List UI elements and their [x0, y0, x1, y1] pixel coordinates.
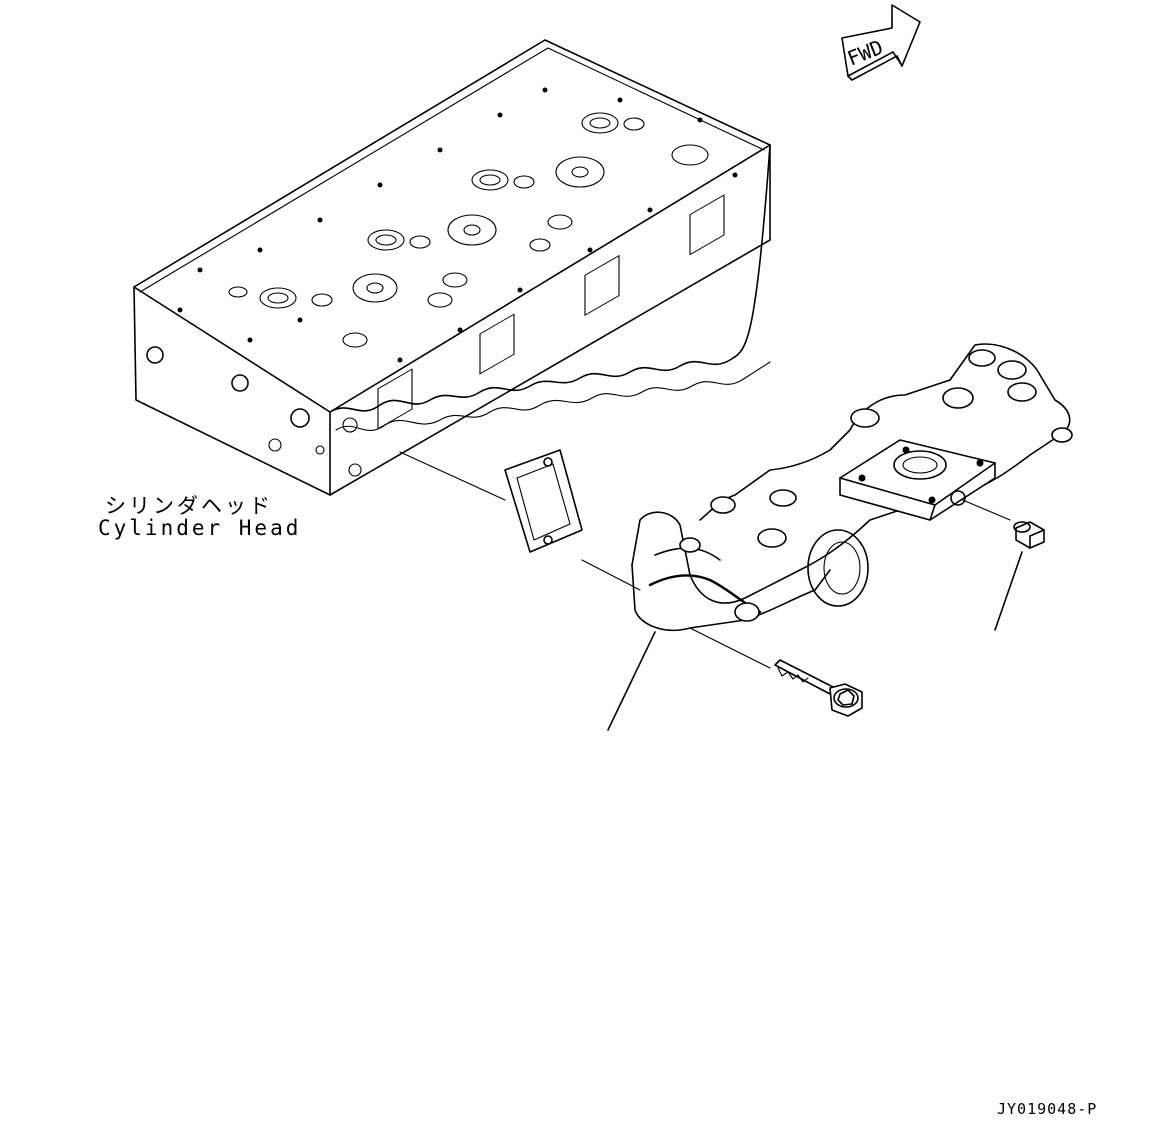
leader-line — [994, 551, 1023, 631]
bolt — [774, 659, 863, 717]
fwd-arrow-icon: FWD — [841, 4, 921, 81]
drawing-id: JY019048-P — [997, 1100, 1098, 1118]
assembly-line — [689, 627, 771, 669]
leader-line — [607, 631, 656, 731]
cylinder-head-label: Cylinder Head — [98, 516, 302, 540]
cylinder-head — [133, 39, 771, 496]
gasket — [504, 449, 583, 553]
plug — [1013, 521, 1045, 549]
assembly-line — [581, 559, 641, 591]
assembly-line — [957, 497, 1011, 521]
cylinder-head-label-jp: シリンダヘッド — [105, 494, 273, 518]
assembly-line — [399, 451, 506, 501]
exhaust-manifold — [631, 343, 1073, 632]
